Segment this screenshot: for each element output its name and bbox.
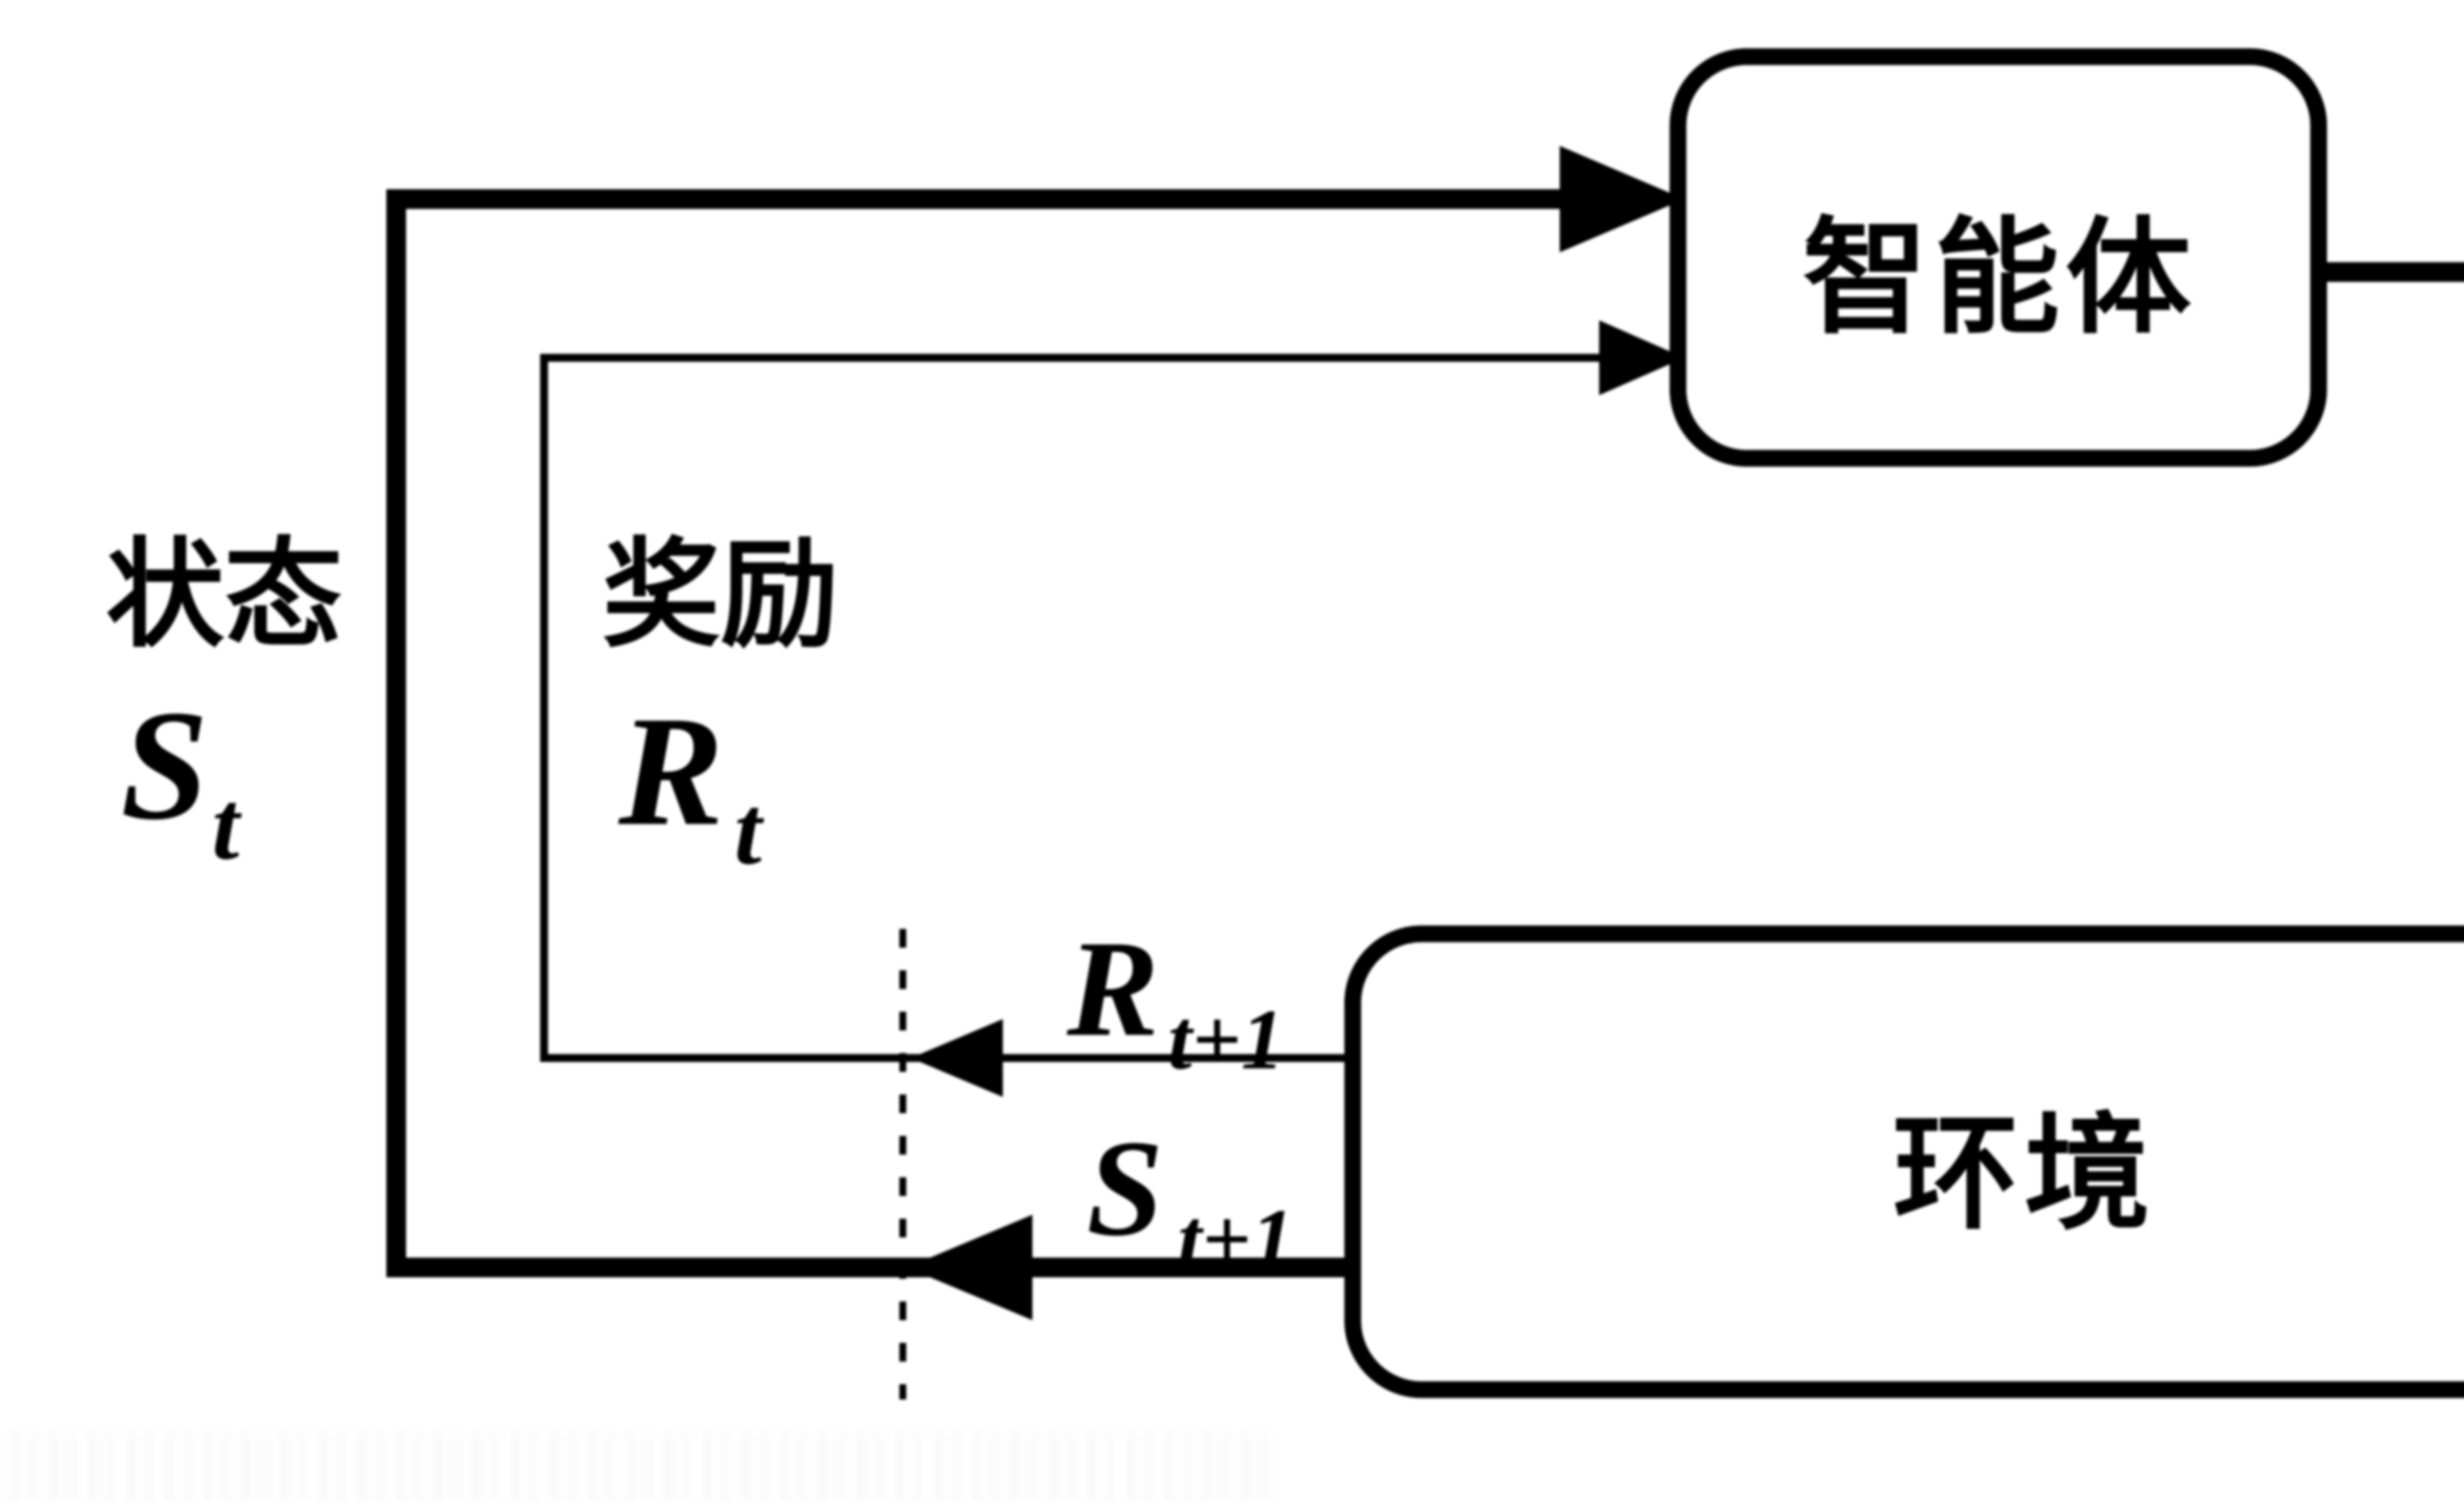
next-reward-symbol: R: [1065, 912, 1159, 1065]
next-state-symbol: S: [1087, 1111, 1164, 1264]
agent-label: 智能体: [1802, 210, 2197, 349]
state-into-agent-arrowhead: [1560, 146, 1684, 252]
cutoff-caption-artifact: [12, 1432, 1274, 1503]
state-symbol: S: [121, 678, 208, 853]
next-state-subscript: t+1: [1178, 1191, 1294, 1287]
next-reward-subscript: t+1: [1168, 991, 1284, 1087]
reward-symbol: R: [616, 684, 723, 858]
reward-word-label: 奖励: [602, 530, 839, 661]
state-word-label: 状态: [106, 530, 342, 661]
next-reward-arrowhead: [911, 1019, 1003, 1097]
state-loop-line: [386, 189, 1562, 1277]
environment-box: [1344, 925, 2464, 1398]
reward-symbol-subscript: t: [734, 776, 764, 885]
state-symbol-subscript: t: [212, 771, 242, 880]
agent-box: [1670, 48, 2327, 467]
environment-label: 环境: [1893, 1106, 2156, 1245]
reward-into-agent-arrowhead: [1599, 320, 1684, 395]
next-state-arrowhead: [907, 1215, 1032, 1320]
